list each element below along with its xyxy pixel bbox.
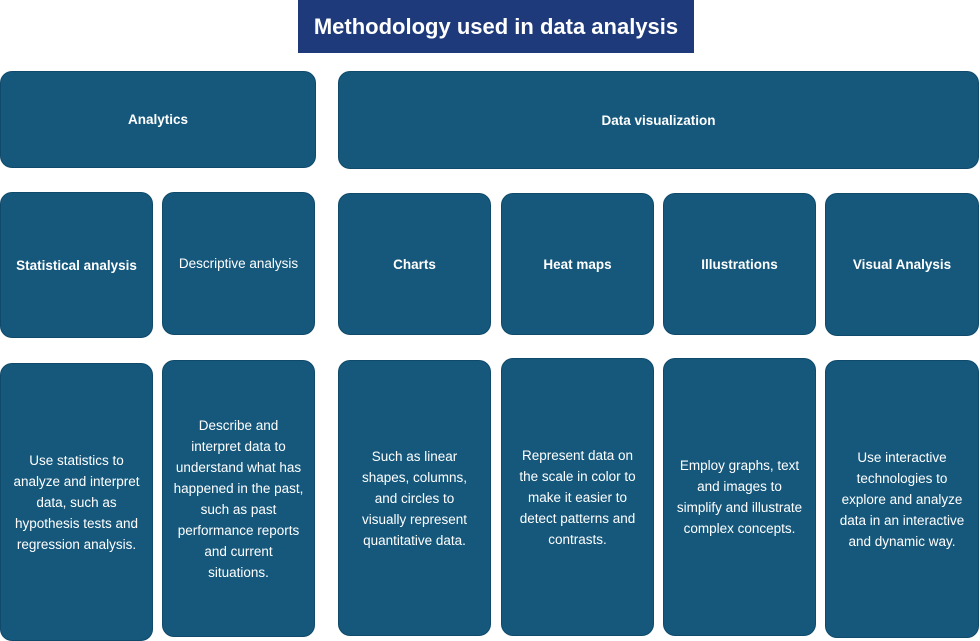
method-illustrations: Illustrations — [663, 193, 816, 335]
method-heat-maps: Heat maps — [501, 193, 654, 335]
method-descriptive-analysis: Descriptive analysis — [162, 192, 315, 335]
desc-statistical-analysis: Use statistics to analyze and interpret … — [0, 363, 153, 641]
desc-charts: Such as linear shapes, columns, and circ… — [338, 360, 491, 636]
desc-heat-maps: Represent data on the scale in color to … — [501, 358, 654, 636]
desc-visual-analysis: Use interactive technologies to explore … — [825, 360, 979, 638]
method-statistical-analysis: Statistical analysis — [0, 192, 153, 338]
method-visual-analysis: Visual Analysis — [825, 193, 979, 336]
desc-illustrations: Employ graphs, text and images to simpli… — [663, 358, 816, 636]
desc-descriptive-analysis: Describe and interpret data to understan… — [162, 360, 315, 637]
method-charts: Charts — [338, 193, 491, 335]
category-data-visualization: Data visualization — [338, 71, 979, 169]
diagram-title: Methodology used in data analysis — [298, 0, 694, 53]
category-analytics: Analytics — [0, 71, 316, 168]
